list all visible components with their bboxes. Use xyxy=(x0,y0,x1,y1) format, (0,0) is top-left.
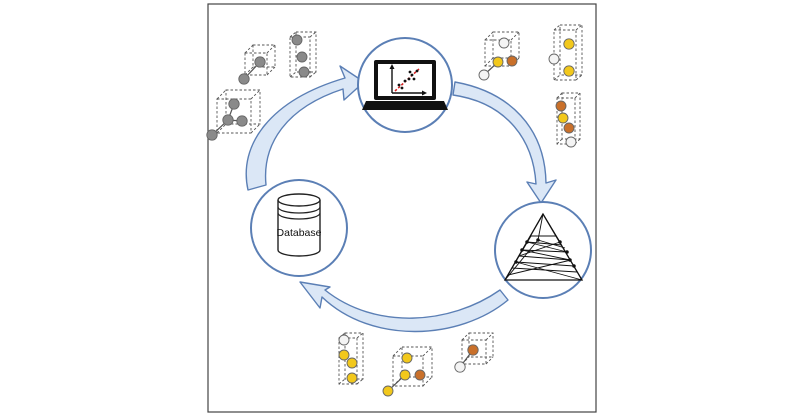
crystal-cell-colored-2 xyxy=(548,24,583,81)
crystal-cell-colored-3 xyxy=(555,92,581,148)
arrow-phase-diagram-to-database xyxy=(299,281,509,333)
crystal-cell-colored-4 xyxy=(338,332,364,385)
crystal-cell-gray-2 xyxy=(289,31,317,78)
crystal-cell-colored-6 xyxy=(454,332,494,373)
arrow-database-to-analysis xyxy=(245,65,365,191)
laptop-scatter-plot-icon xyxy=(362,60,448,110)
crystal-cell-colored-1 xyxy=(478,31,520,81)
arrow-analysis-to-phase-diagram xyxy=(452,81,557,204)
diagram-frame xyxy=(207,3,597,413)
triangulated-ternary-phase-diagram-icon xyxy=(503,212,584,281)
crystal-cell-colored-5 xyxy=(382,346,433,397)
database-label: Database xyxy=(277,227,322,239)
node-phase-diagram xyxy=(494,201,592,299)
database-icon: Database xyxy=(277,193,322,257)
crystal-cell-gray-3 xyxy=(206,89,261,141)
crystal-cell-gray-1 xyxy=(238,44,276,85)
